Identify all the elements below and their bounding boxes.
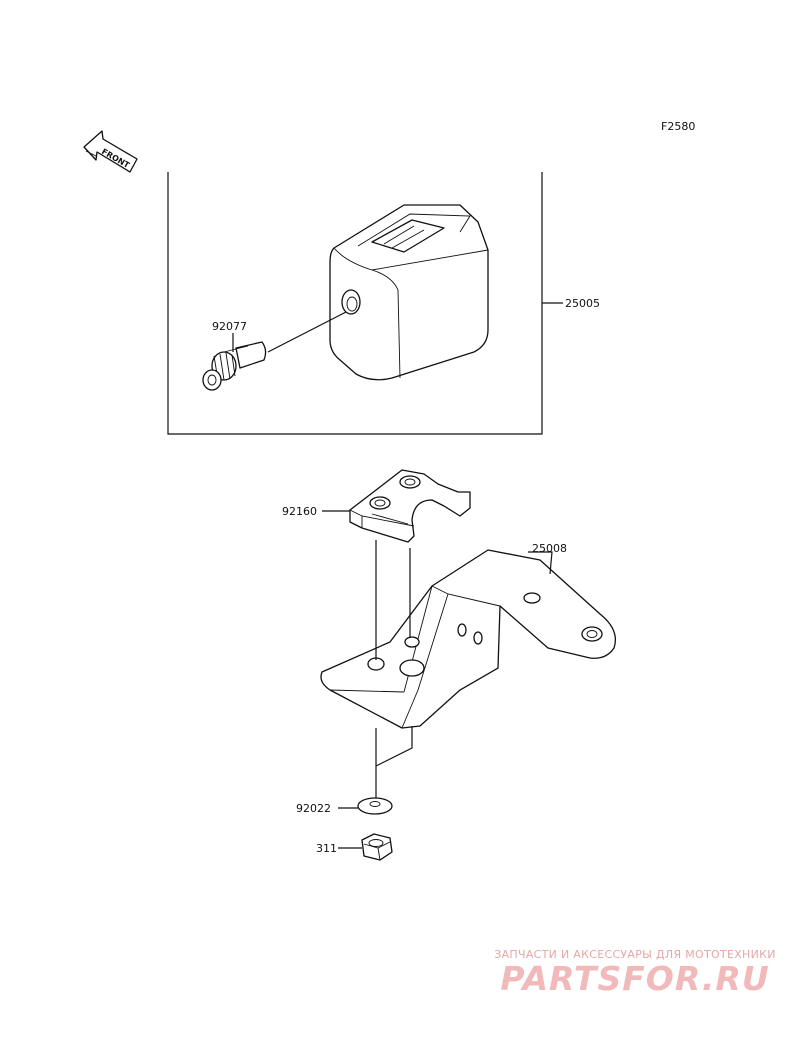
part-311-nut [361,833,393,861]
watermark: ЗАПЧАСТИ И АКСЕССУАРЫ ДЛЯ МОТОТЕХНИКИ PA… [470,948,800,998]
watermark-tagline: ЗАПЧАСТИ И АКСЕССУАРЫ ДЛЯ МОТОТЕХНИКИ [494,948,776,961]
label-92022: 92022 [296,802,331,815]
leader-92077-to-housing [267,311,347,353]
label-92160: 92160 [282,505,317,518]
watermark-logo: PARTSFOR.RU [500,959,770,998]
part-92077-connector [202,341,267,391]
part-92160-plate [349,469,471,543]
label-25005: 25005 [565,297,600,310]
align-line-right-bottom [375,726,413,767]
label-92077: 92077 [212,320,247,333]
label-311: 311 [316,842,337,855]
part-25008-bracket [320,549,617,729]
diagram-code: F2580 [661,120,695,133]
label-25008: 25008 [532,542,567,555]
front-arrow-icon: FRONT [83,130,138,173]
part-25005-housing [329,204,489,381]
part-92022-washer [357,797,393,815]
leader-25008 [528,551,553,575]
